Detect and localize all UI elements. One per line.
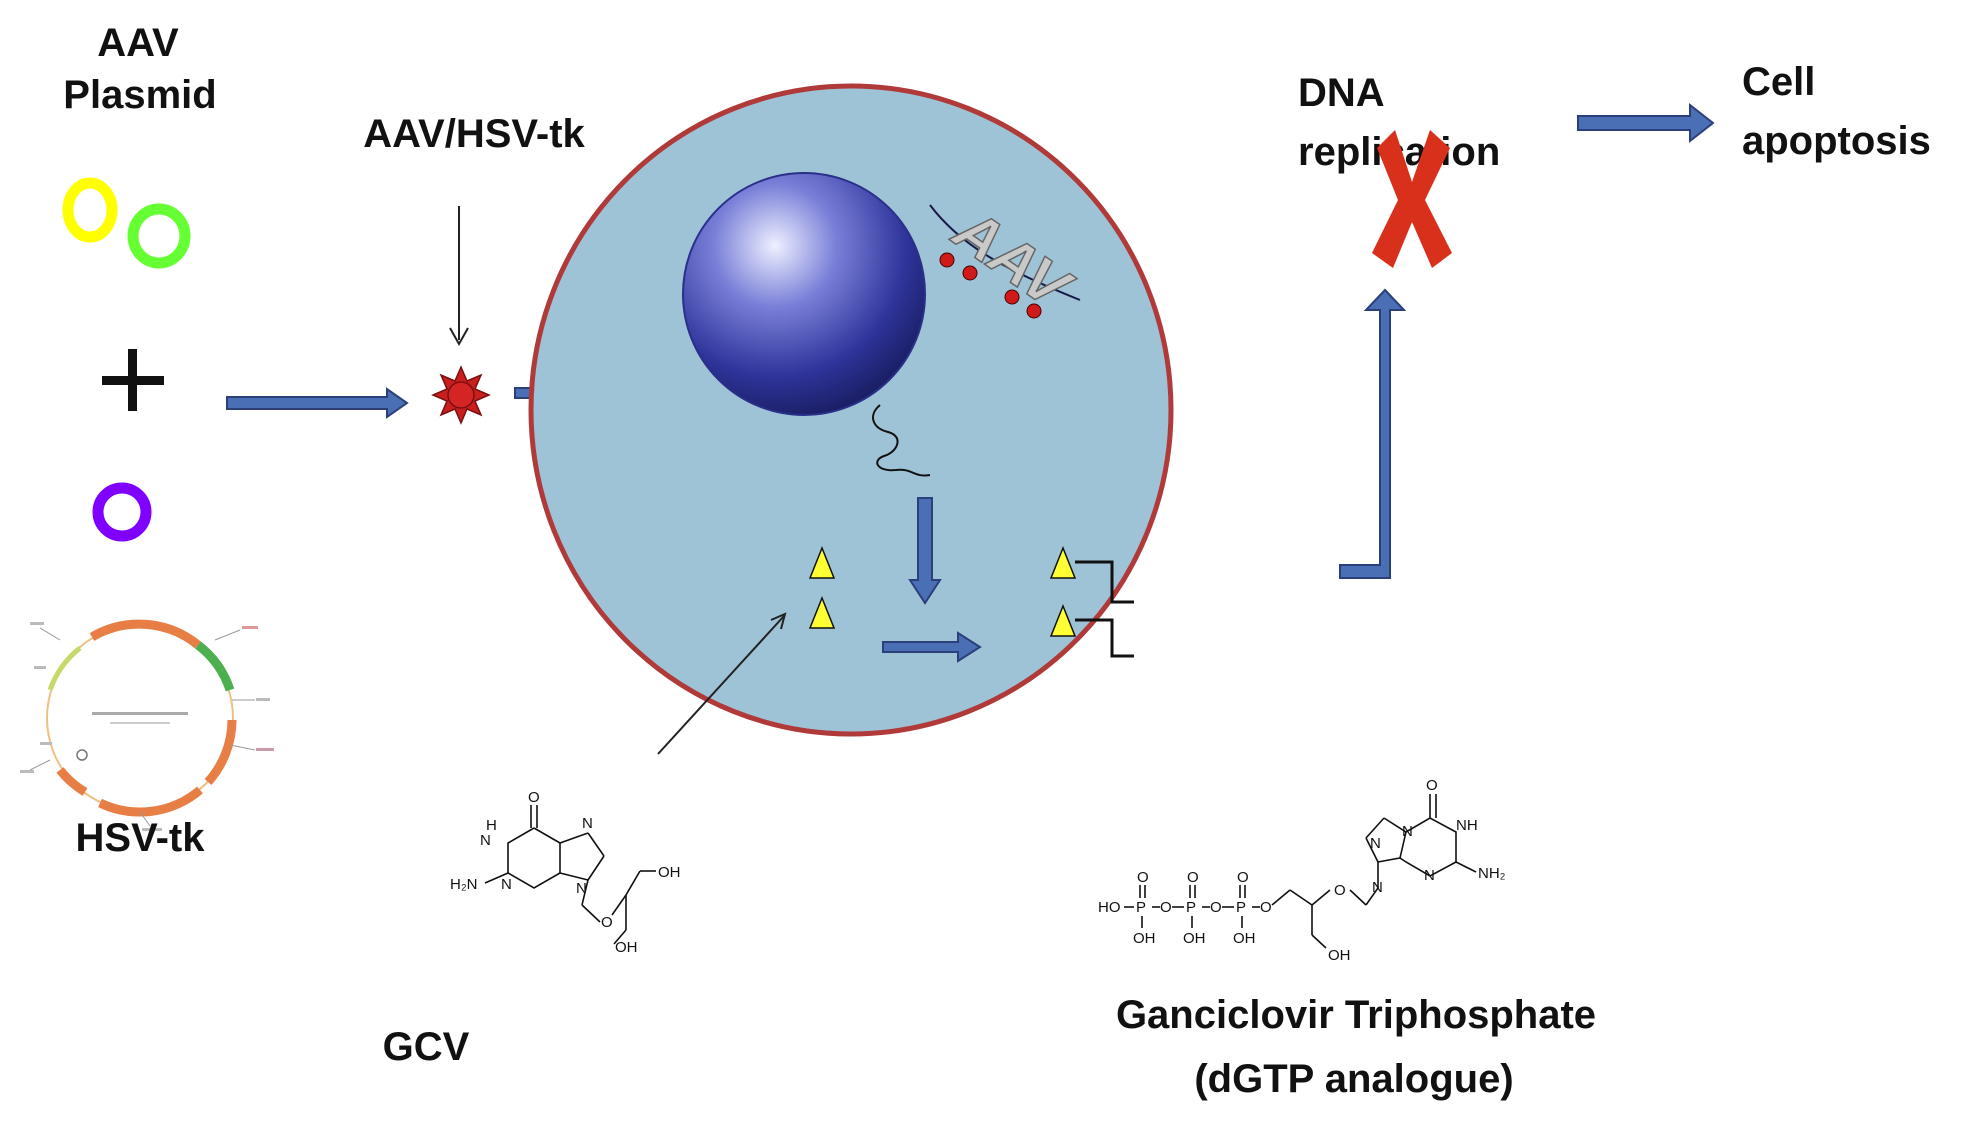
elbow-arrow-to-replication — [1339, 288, 1407, 579]
down-arrow-thin — [449, 206, 469, 347]
svg-text:N: N — [1402, 823, 1413, 840]
gcv-chemical-structure — [484, 805, 656, 945]
blocked-x-mark — [1372, 130, 1452, 268]
gcv-triangles — [808, 545, 836, 629]
ganciclovir-triphosphate-structure — [1124, 794, 1477, 949]
cell-apoptosis-label-line2: apoptosis — [1742, 119, 1931, 163]
aav-plasmid-label-line2: Plasmid — [63, 73, 216, 117]
aav-virus-icon — [431, 365, 491, 425]
svg-text:P: P — [1186, 899, 1196, 916]
svg-text:O: O — [1187, 869, 1199, 886]
svg-text:OH: OH — [1328, 947, 1351, 964]
svg-text:O: O — [1426, 777, 1438, 794]
svg-text:OH: OH — [658, 864, 681, 881]
svg-text:OH: OH — [615, 939, 638, 956]
target-cell — [528, 83, 1174, 737]
arrow-plasmid-to-virus — [226, 387, 409, 419]
svg-text:O: O — [528, 789, 540, 806]
arrow-down-in-cell — [908, 497, 942, 605]
svg-text:OH: OH — [1183, 930, 1206, 947]
hsv-tk-plasmid-map — [20, 619, 274, 831]
svg-text:O: O — [1137, 869, 1149, 886]
arrow-phosphorylation — [882, 631, 982, 663]
ganciclovir-triphosphate-label-line2: (dGTP analogue) — [1194, 1057, 1513, 1101]
svg-text:N: N — [480, 832, 491, 849]
gcv-label: GCV — [383, 1025, 470, 1069]
svg-text:O: O — [1237, 869, 1249, 886]
svg-text:H₂N: H₂N — [450, 876, 478, 893]
aav-plasmid-label-line1: AAV — [97, 21, 179, 65]
svg-text:HO: HO — [1098, 899, 1121, 916]
gcv-triphosphate-symbols — [1049, 545, 1134, 658]
svg-text:O: O — [1210, 899, 1222, 916]
svg-text:N: N — [1424, 867, 1435, 884]
svg-text:P: P — [1136, 899, 1146, 916]
arrow-to-apoptosis — [1577, 102, 1715, 144]
svg-text:P: P — [1236, 899, 1246, 916]
svg-text:N: N — [576, 880, 587, 897]
purple-plasmid-ring — [92, 482, 152, 542]
svg-text:H: H — [486, 817, 497, 834]
green-plasmid-ring — [127, 203, 191, 269]
svg-text:O: O — [1160, 899, 1172, 916]
svg-text:O: O — [601, 914, 613, 931]
dna-replication-label-line1: DNA — [1298, 71, 1385, 115]
mrna-squiggle — [872, 404, 931, 477]
hsv-tk-label: HSV-tk — [76, 816, 206, 860]
svg-text:OH: OH — [1133, 930, 1156, 947]
svg-text:O: O — [1260, 899, 1272, 916]
svg-text:NH: NH — [1456, 817, 1478, 834]
triphosphate-atom-labels: O O O HO P O P O P O OH OH OH O OH N N N… — [1098, 777, 1506, 964]
svg-text:O: O — [1334, 882, 1346, 899]
aav-hsv-tk-label: AAV/HSV-tk — [363, 112, 585, 156]
arrow-gcv-entering-cell — [657, 612, 787, 755]
cell-apoptosis-label-line1: Cell — [1742, 60, 1815, 104]
svg-text:N: N — [582, 815, 593, 832]
svg-text:OH: OH — [1233, 930, 1256, 947]
svg-text:NH₂: NH₂ — [1478, 865, 1506, 882]
ganciclovir-triphosphate-label-line1: Ganciclovir Triphosphate — [1116, 993, 1596, 1037]
svg-text:N: N — [501, 876, 512, 893]
svg-text:N: N — [1372, 879, 1383, 896]
plus-sign — [102, 349, 164, 411]
yellow-plasmid-ring — [62, 177, 118, 243]
svg-text:N: N — [1370, 835, 1381, 852]
gcv-atom-labels: O H N N N N H₂N O OH OH — [450, 789, 681, 956]
